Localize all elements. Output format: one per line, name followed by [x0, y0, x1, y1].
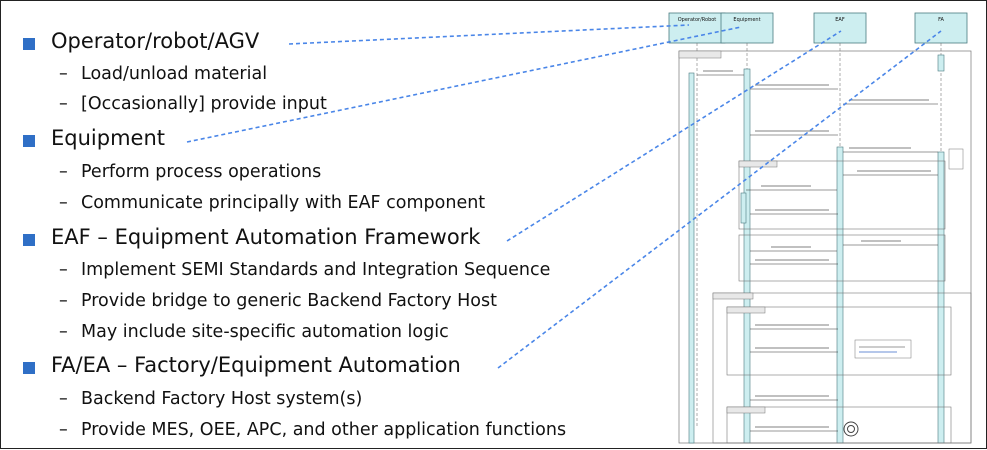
svg-text:Equipment: Equipment: [733, 17, 760, 23]
bullet-fa-ea: FA/EA – Factory/Equipment Automation: [51, 353, 461, 377]
lifeline-end-icon: [843, 421, 859, 437]
bullet-operator: Operator/robot/AGV: [51, 29, 260, 53]
connector-equipment: [186, 26, 742, 143]
bullet-marker: [23, 362, 35, 374]
sub-item: –Load/unload material: [59, 64, 268, 84]
lifeline-eaf: EAF: [813, 12, 867, 44]
lifeline-equipment: Equipment: [720, 12, 774, 44]
bullet-marker: [23, 135, 35, 147]
sub-item: –May include site-specific automation lo…: [59, 322, 449, 342]
lifeline-fa: FA: [914, 12, 968, 44]
svg-text:FA: FA: [938, 17, 944, 23]
sub-item: –Communicate principally with EAF compon…: [59, 193, 486, 213]
lifeline-operator: Operator/Robot: [668, 12, 726, 44]
sub-item: –Backend Factory Host system(s): [59, 389, 363, 409]
sub-item: –Implement SEMI Standards and Integratio…: [59, 260, 551, 280]
svg-text:Operator/Robot: Operator/Robot: [678, 17, 717, 23]
connector-operator: [288, 24, 690, 45]
sub-item: –Provide MES, OEE, APC, and other applic…: [59, 420, 567, 440]
bullet-eaf: EAF – Equipment Automation Framework: [51, 225, 481, 249]
bullet-marker: [23, 38, 35, 50]
svg-text:EAF: EAF: [835, 17, 845, 23]
sub-item: –Provide bridge to generic Backend Facto…: [59, 291, 497, 311]
diagram-note: [854, 339, 912, 359]
bullet-equipment: Equipment: [51, 126, 165, 150]
sub-item: –Perform process operations: [59, 162, 322, 182]
bullet-marker: [23, 234, 35, 246]
sub-item: –[Occasionally] provide input: [59, 94, 327, 114]
sequence-diagram: Operator/Robot Equipment EAF FA: [661, 7, 983, 447]
